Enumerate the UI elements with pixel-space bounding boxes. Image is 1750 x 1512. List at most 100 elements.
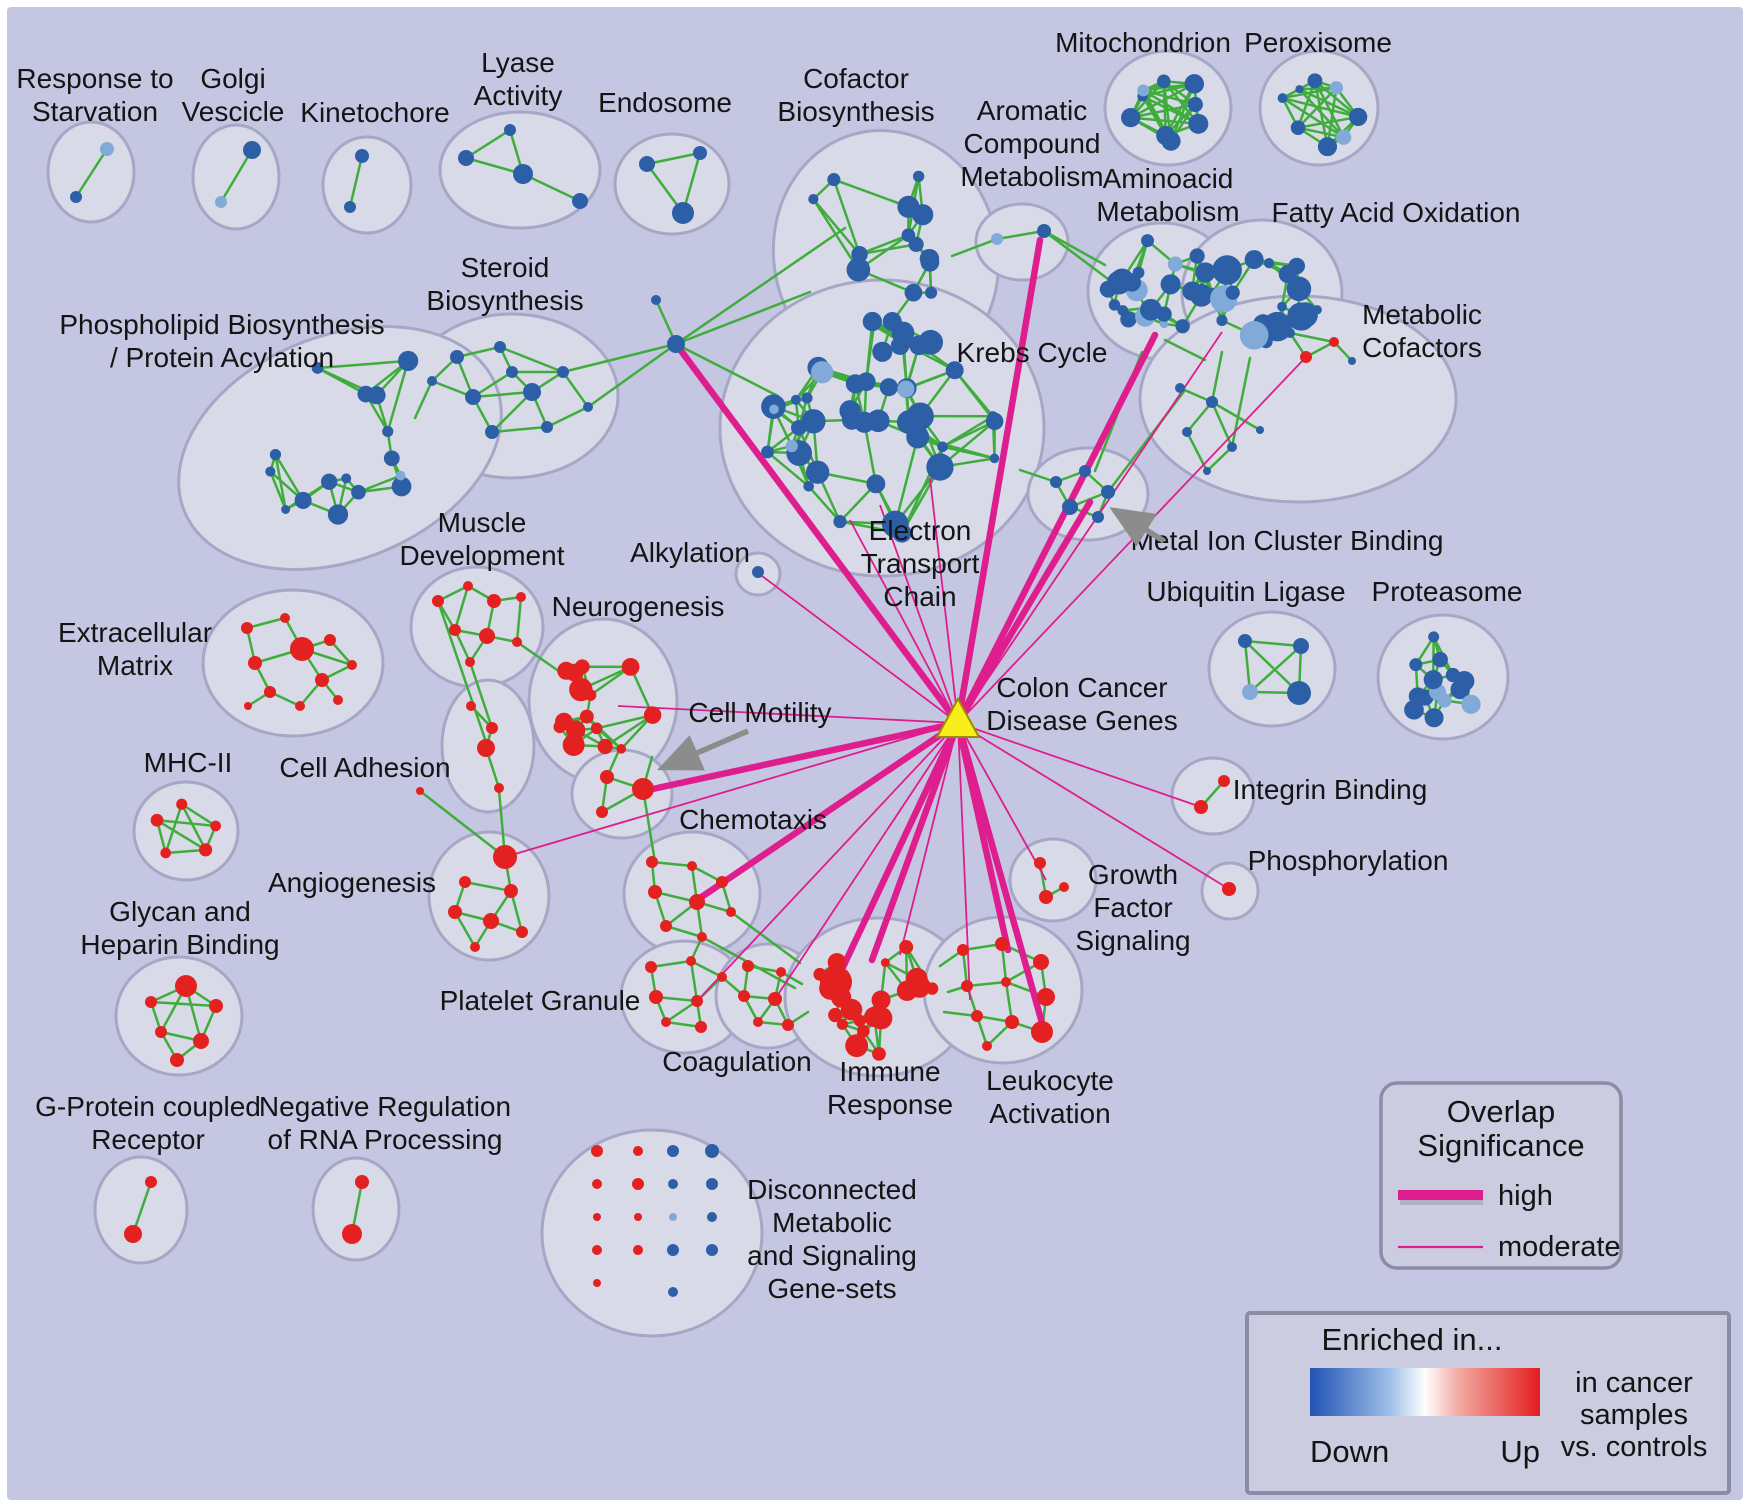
peroxisome-node	[1307, 73, 1322, 88]
steroid-biosynthesis-node	[450, 350, 464, 364]
neurogenesis-node	[555, 713, 573, 731]
legend-down-label: Down	[1310, 1434, 1389, 1469]
legend-enriched-in: Enriched in... Down Up in cancer samples…	[1247, 1313, 1729, 1493]
steroid-biosynthesis-node	[541, 421, 553, 433]
metabolic-cofactors-node	[1256, 426, 1264, 434]
ubiquitin-ligase-node	[1238, 634, 1252, 648]
krebs-electron-transport-node	[866, 474, 885, 493]
kinetochore-node	[344, 201, 356, 213]
krebs-electron-transport-node	[986, 413, 1004, 431]
lyase-activity-node	[504, 124, 516, 136]
phospholipid-biosynthesis-node	[328, 504, 348, 524]
mitochondrion-node	[1185, 74, 1205, 94]
connector-node	[416, 787, 424, 795]
cofactor-biosynthesis-node	[913, 171, 924, 182]
coagulation-node	[742, 960, 754, 972]
metal-ion-cluster-binding-node	[1050, 476, 1062, 488]
leukocyte-activation-node	[1005, 1015, 1019, 1029]
chemotaxis-node	[648, 885, 662, 899]
krebs-electron-transport-node	[791, 395, 801, 405]
label-mhc-ii: MHC-II	[144, 747, 233, 778]
aromatic-compound-metabolism-node	[991, 233, 1003, 245]
g-protein-coupled-receptor-node	[145, 1176, 157, 1188]
cofactor-biosynthesis-node	[847, 258, 871, 282]
cell-adhesion-node	[477, 739, 495, 757]
metabolic-cofactors-node	[1227, 442, 1237, 452]
muscle-development-node	[479, 628, 495, 644]
neurogenesis-node	[591, 723, 603, 735]
cell-adhesion-node	[494, 783, 504, 793]
neurogenesis-node	[563, 734, 585, 756]
extracellular-matrix-node	[248, 656, 262, 670]
platelet-granule-node	[645, 961, 657, 973]
glycan-heparin-binding-node	[155, 1026, 167, 1038]
legend-overlap-title-line1: Overlap	[1447, 1094, 1556, 1129]
chemotaxis-node	[646, 856, 658, 868]
extracellular-matrix-node	[241, 622, 253, 634]
negative-regulation-rna-processing-node	[342, 1224, 362, 1244]
proteasome-node	[1461, 695, 1480, 714]
leukocyte-activation-node	[1033, 954, 1049, 970]
cluster-cell-motility	[572, 750, 672, 838]
label-chemotaxis: Chemotaxis	[679, 804, 827, 835]
neurogenesis-node	[598, 739, 613, 754]
peroxisome-node	[1278, 93, 1288, 103]
growth-factor-signaling-node	[1059, 882, 1069, 892]
krebs-electron-transport-node	[786, 440, 798, 452]
disconnected-gene-sets-node	[668, 1179, 678, 1189]
integrin-binding-node	[1218, 775, 1230, 787]
phospholipid-biosynthesis-node	[265, 467, 275, 477]
krebs-electron-transport-node	[892, 322, 915, 345]
label-cell-motility: Cell Motility	[688, 697, 831, 728]
peroxisome-node	[1291, 120, 1306, 135]
mhc-ii-node	[160, 848, 171, 859]
peroxisome-node	[1295, 85, 1303, 93]
platelet-granule-node	[649, 990, 663, 1004]
steroid-biosynthesis-node	[427, 376, 437, 386]
krebs-electron-transport-node	[761, 446, 774, 459]
phospholipid-biosynthesis-node	[398, 351, 418, 371]
response-to-starvation-node	[70, 191, 82, 203]
aminoacid-metabolism-node	[1157, 307, 1172, 322]
immune-response-node	[870, 1007, 893, 1030]
krebs-electron-transport-node	[846, 374, 865, 393]
angiogenesis-node	[448, 905, 462, 919]
proteasome-node	[1425, 708, 1444, 727]
steroid-biosynthesis-node	[485, 425, 499, 439]
mitochondrion-node	[1121, 108, 1140, 127]
hub-label-line2: Disease Genes	[986, 705, 1177, 736]
disconnected-gene-sets-node	[593, 1279, 601, 1287]
cell-motility-node	[596, 806, 608, 818]
legend-enriched-title: Enriched in...	[1322, 1322, 1503, 1357]
endosome-node	[672, 202, 694, 224]
immune-response-node	[841, 999, 862, 1020]
label-integrin-binding: Integrin Binding	[1233, 774, 1428, 805]
label-mitochondrion: Mitochondrion	[1055, 27, 1231, 58]
phosphorylation-node	[1222, 882, 1236, 896]
cluster-chemotaxis	[624, 832, 760, 956]
immune-response-node	[828, 953, 846, 971]
immune-response-node	[837, 1019, 848, 1030]
phospholipid-biosynthesis-node	[321, 474, 337, 490]
metabolic-cofactors-node	[1348, 357, 1356, 365]
cofactor-biosynthesis-node	[808, 194, 818, 204]
krebs-electron-transport-node	[926, 453, 953, 480]
neurogenesis-node	[644, 706, 661, 723]
metabolic-cofactors-node	[1329, 337, 1339, 347]
glycan-heparin-binding-node	[209, 999, 223, 1013]
angiogenesis-node	[516, 926, 528, 938]
angiogenesis-node	[483, 913, 499, 929]
cofactor-biosynthesis-node	[912, 204, 933, 225]
aminoacid-metabolism-node	[1107, 271, 1131, 295]
label-phosphorylation: Phosphorylation	[1248, 845, 1449, 876]
krebs-electron-transport-node	[897, 381, 914, 398]
disconnected-gene-sets-node	[667, 1244, 679, 1256]
disconnected-gene-sets-node	[591, 1145, 603, 1157]
disconnected-gene-sets-node	[706, 1244, 718, 1256]
leukocyte-activation-node	[1031, 1021, 1053, 1043]
aminoacid-metabolism-node	[1168, 257, 1183, 272]
extracellular-matrix-node	[280, 613, 290, 623]
lyase-activity-node	[513, 164, 533, 184]
steroid-biosynthesis-node	[465, 389, 481, 405]
peroxisome-node	[1318, 137, 1337, 156]
